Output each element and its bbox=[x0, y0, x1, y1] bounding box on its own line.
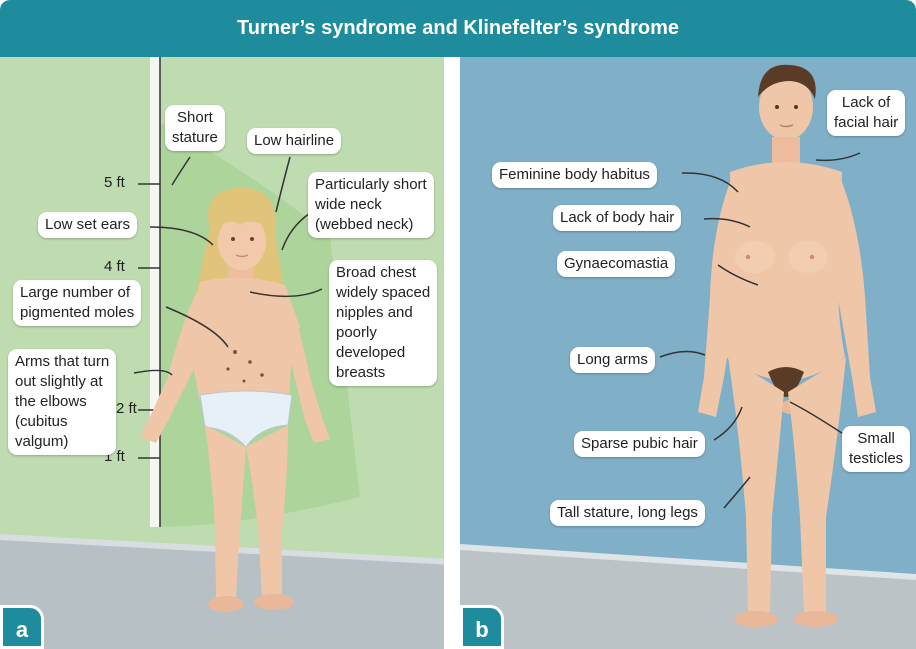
callout-long-arms: Long arms bbox=[570, 347, 655, 373]
scale-4ft: 4 ft bbox=[104, 258, 125, 275]
callout-webbed-neck: Particularly short wide neck (webbed nec… bbox=[308, 172, 434, 238]
callout-broad-chest: Broad chest widely spaced nipples and po… bbox=[329, 260, 437, 386]
callout-short-stature: Short stature bbox=[165, 105, 225, 151]
callout-low-hairline: Low hairline bbox=[247, 128, 341, 154]
callout-low-set-ears: Low set ears bbox=[38, 212, 137, 238]
panel-b-klinefelter: Lack of facial hair Feminine body habitu… bbox=[460, 57, 916, 649]
panel-a-badge: a bbox=[0, 605, 44, 649]
panel-b-badge: b bbox=[460, 605, 504, 649]
panel-a-turner: 5 ft 4 ft 2 ft 1 ft Short stature Low ha… bbox=[0, 57, 452, 649]
callout-lack-facial-hair: Lack of facial hair bbox=[827, 90, 905, 136]
callout-gynaecomastia: Gynaecomastia bbox=[557, 251, 675, 277]
callout-lack-body-hair: Lack of body hair bbox=[553, 205, 681, 231]
callout-tall-stature: Tall stature, long legs bbox=[550, 500, 705, 526]
callout-cubitus-valgum: Arms that turn out slightly at the elbow… bbox=[8, 349, 116, 455]
panel-b-illustration bbox=[460, 57, 916, 649]
callout-small-testicles: Small testicles bbox=[842, 426, 910, 472]
title-bar: Turner’s syndrome and Klinefelter’s synd… bbox=[0, 0, 916, 57]
scale-5ft: 5 ft bbox=[104, 174, 125, 191]
callout-pigmented-moles: Large number of pigmented moles bbox=[13, 280, 141, 326]
figure-title: Turner’s syndrome and Klinefelter’s synd… bbox=[0, 0, 916, 57]
callout-feminine-habitus: Feminine body habitus bbox=[492, 162, 657, 188]
scale-2ft: 2 ft bbox=[116, 400, 137, 417]
callout-sparse-pubic-hair: Sparse pubic hair bbox=[574, 431, 705, 457]
